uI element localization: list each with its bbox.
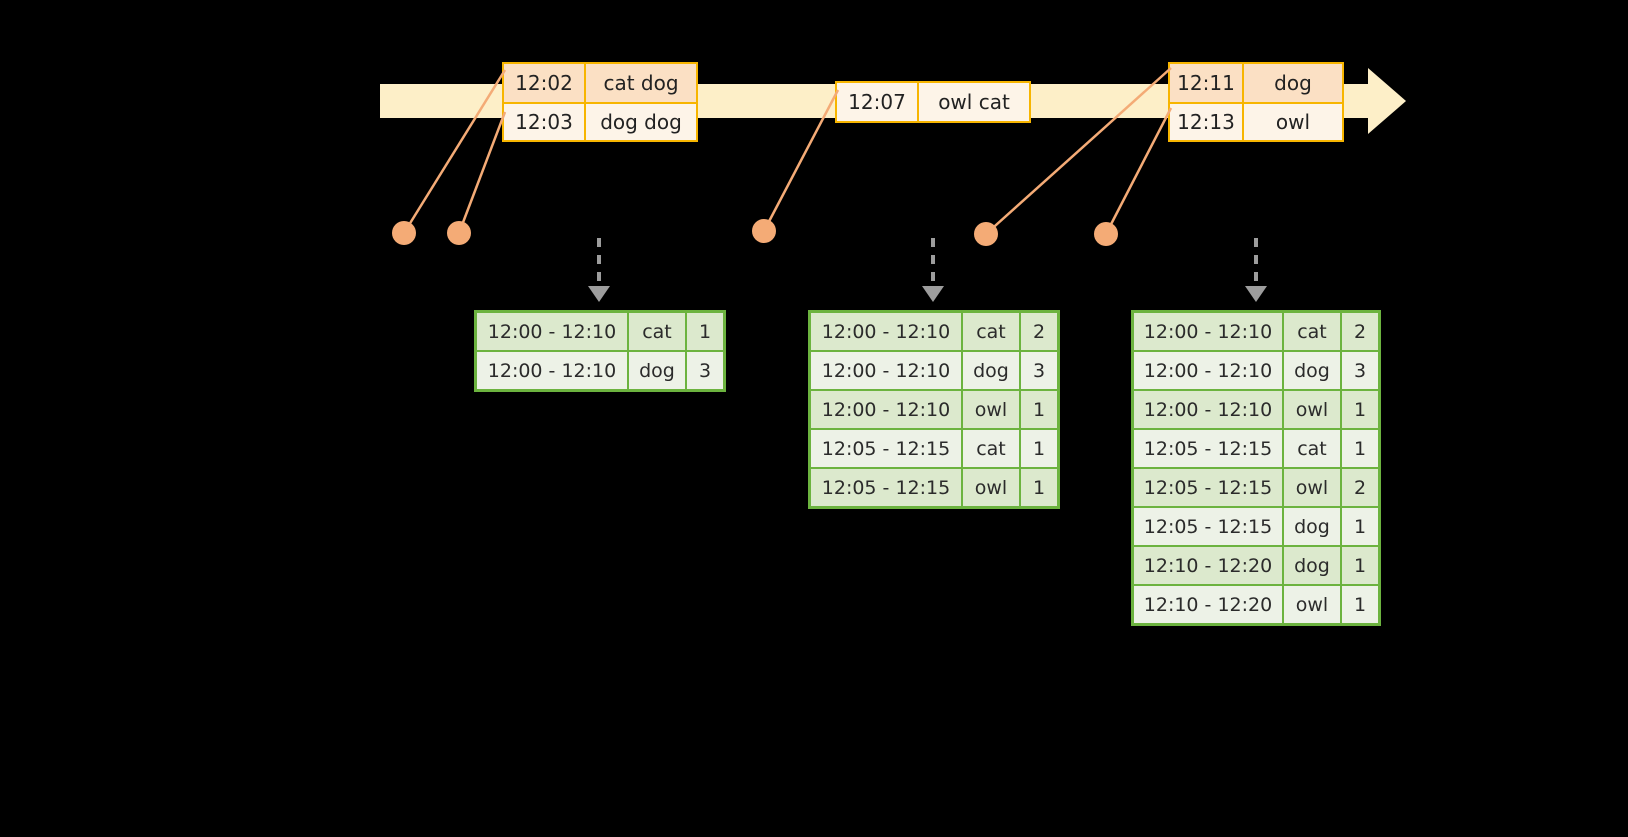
cell-count: 2 — [1021, 313, 1057, 350]
cell-count: 1 — [1342, 430, 1378, 467]
cell-word: owl — [1284, 586, 1340, 623]
event-dot — [447, 221, 471, 245]
cell-word: cat — [963, 430, 1019, 467]
cell-window: 12:00 - 12:10 — [1134, 391, 1282, 428]
event-dot — [974, 222, 998, 246]
arrow-stem — [931, 238, 935, 288]
cell-window: 12:05 - 12:15 — [811, 469, 961, 506]
event-time: 12:13 — [1170, 104, 1244, 140]
event-box-2[interactable]: 12:07 owl cat — [835, 81, 1031, 123]
event-dot — [752, 219, 776, 243]
cell-window: 12:05 - 12:15 — [1134, 508, 1282, 545]
arrow-stem — [1254, 238, 1258, 288]
event-time: 12:03 — [504, 104, 586, 140]
event-time: 12:11 — [1170, 64, 1244, 102]
cell-word: owl — [1284, 391, 1340, 428]
arrow-stem — [597, 238, 601, 288]
event-time: 12:02 — [504, 64, 586, 102]
cell-window: 12:00 - 12:10 — [1134, 313, 1282, 350]
cell-word: owl — [963, 391, 1019, 428]
cell-word: owl — [1284, 469, 1340, 506]
cell-word: dog — [1284, 352, 1340, 389]
cell-word: cat — [1284, 430, 1340, 467]
event-dot — [1094, 222, 1118, 246]
cell-count: 2 — [1342, 313, 1378, 350]
cell-window: 12:05 - 12:15 — [811, 430, 961, 467]
event-dot — [392, 221, 416, 245]
event-row[interactable]: 12:03 dog dog — [504, 102, 696, 140]
arrow-head-icon — [1245, 286, 1267, 302]
cell-window: 12:00 - 12:10 — [811, 391, 961, 428]
event-row[interactable]: 12:11 dog — [1170, 64, 1342, 102]
arrow-head-icon — [588, 286, 610, 302]
event-row[interactable]: 12:13 owl — [1170, 102, 1342, 140]
arrow-head-icon — [922, 286, 944, 302]
event-words: owl — [1244, 104, 1342, 140]
cell-count: 1 — [1021, 430, 1057, 467]
cell-window: 12:05 - 12:15 — [1134, 469, 1282, 506]
cell-word: cat — [963, 313, 1019, 350]
cell-count: 1 — [1342, 391, 1378, 428]
cell-word: dog — [629, 352, 685, 389]
event-words: dog — [1244, 64, 1342, 102]
cell-count: 1 — [1021, 391, 1057, 428]
cell-word: dog — [1284, 547, 1340, 584]
cell-word: dog — [1284, 508, 1340, 545]
cell-window: 12:00 - 12:10 — [811, 352, 961, 389]
cell-count: 1 — [687, 313, 723, 350]
cell-window: 12:00 - 12:10 — [811, 313, 961, 350]
cell-count: 3 — [1021, 352, 1057, 389]
event-words: owl cat — [919, 83, 1029, 121]
cell-window: 12:00 - 12:10 — [1134, 352, 1282, 389]
cell-word: dog — [963, 352, 1019, 389]
event-row[interactable]: 12:07 owl cat — [837, 83, 1029, 121]
cell-word: owl — [963, 469, 1019, 506]
cell-count: 2 — [1342, 469, 1378, 506]
cell-word: cat — [629, 313, 685, 350]
cell-count: 1 — [1342, 547, 1378, 584]
cell-count: 1 — [1342, 586, 1378, 623]
event-time: 12:07 — [837, 83, 919, 121]
cell-window: 12:05 - 12:15 — [1134, 430, 1282, 467]
cell-window: 12:00 - 12:10 — [477, 352, 627, 389]
timeline-arrowhead-icon — [1368, 68, 1406, 134]
cell-count: 3 — [1342, 352, 1378, 389]
event-box-3[interactable]: 12:11 dog 12:13 owl — [1168, 62, 1344, 142]
cell-window: 12:00 - 12:10 — [477, 313, 627, 350]
cell-window: 12:10 - 12:20 — [1134, 586, 1282, 623]
event-box-1[interactable]: 12:02 cat dog 12:03 dog dog — [502, 62, 698, 142]
cell-word: cat — [1284, 313, 1340, 350]
cell-count: 1 — [1021, 469, 1057, 506]
cell-count: 1 — [1342, 508, 1378, 545]
event-words: cat dog — [586, 64, 696, 102]
cell-count: 3 — [687, 352, 723, 389]
event-row[interactable]: 12:02 cat dog — [504, 64, 696, 102]
cell-window: 12:10 - 12:20 — [1134, 547, 1282, 584]
event-words: dog dog — [586, 104, 696, 140]
